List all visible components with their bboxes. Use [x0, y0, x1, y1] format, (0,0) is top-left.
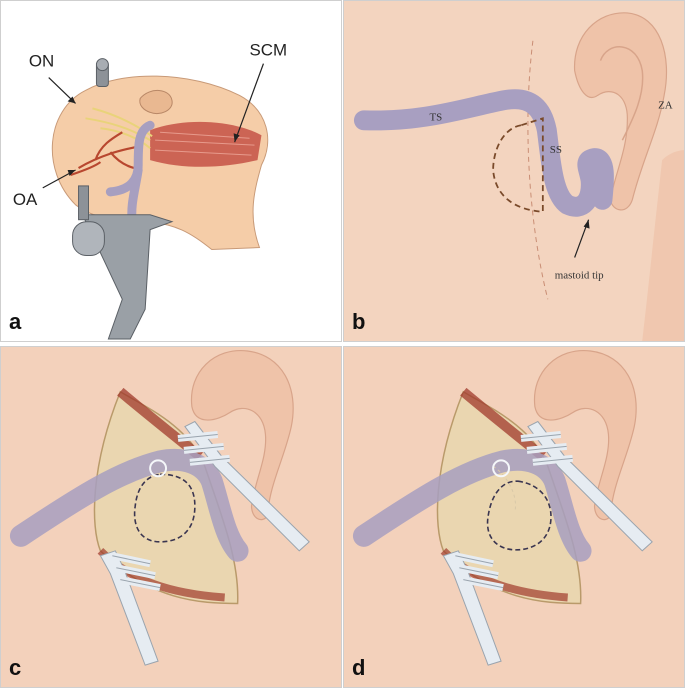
- panel-letter-b: b: [352, 309, 366, 334]
- label-on: ON: [29, 52, 54, 71]
- head-clamp: [81, 214, 174, 340]
- panel-letter-c: c: [9, 655, 22, 680]
- label-za: ZA: [658, 99, 673, 111]
- surgical-field: [93, 390, 239, 605]
- sinus: [9, 448, 249, 562]
- label-ss: SS: [550, 144, 562, 156]
- panel-letter-d: d: [352, 655, 366, 680]
- craniotomy-outline: [486, 480, 552, 551]
- retractor-lower: [99, 550, 161, 666]
- craniotomy-outline: [492, 117, 544, 213]
- transverse-sigmoid-sinus: [353, 89, 614, 217]
- label-oa: OA: [13, 190, 38, 209]
- occipital-artery: [70, 131, 141, 177]
- craniotomy-outline: [133, 473, 196, 543]
- label-scm: SCM: [250, 41, 288, 60]
- ear: [139, 89, 173, 115]
- label-ts: TS: [429, 111, 442, 123]
- sinus: [352, 448, 592, 562]
- surgical-field: [436, 390, 582, 605]
- retractor-upper: [177, 420, 310, 552]
- burr-hole: [492, 459, 511, 478]
- retractor-upper: [520, 420, 653, 552]
- label-mastoid-tip: mastoid tip: [555, 269, 604, 281]
- panel-c: c: [0, 346, 342, 688]
- panel-c-illustration: [9, 349, 310, 666]
- panel-b-illustration: TS SS ZA mastoid tip: [353, 12, 684, 341]
- panel-a-illustration: ON SCM OA: [13, 41, 288, 340]
- panel-b: TS SS ZA mastoid tip b: [343, 0, 685, 342]
- panel-letter-a: a: [9, 309, 22, 334]
- burr-hole: [149, 459, 168, 478]
- ear: [574, 12, 668, 211]
- retractor-lower: [442, 550, 504, 666]
- panel-d-illustration: [352, 349, 653, 666]
- panel-d: d: [343, 346, 685, 688]
- panel-a: ON SCM OA a: [0, 0, 342, 342]
- reference-line: [527, 40, 549, 300]
